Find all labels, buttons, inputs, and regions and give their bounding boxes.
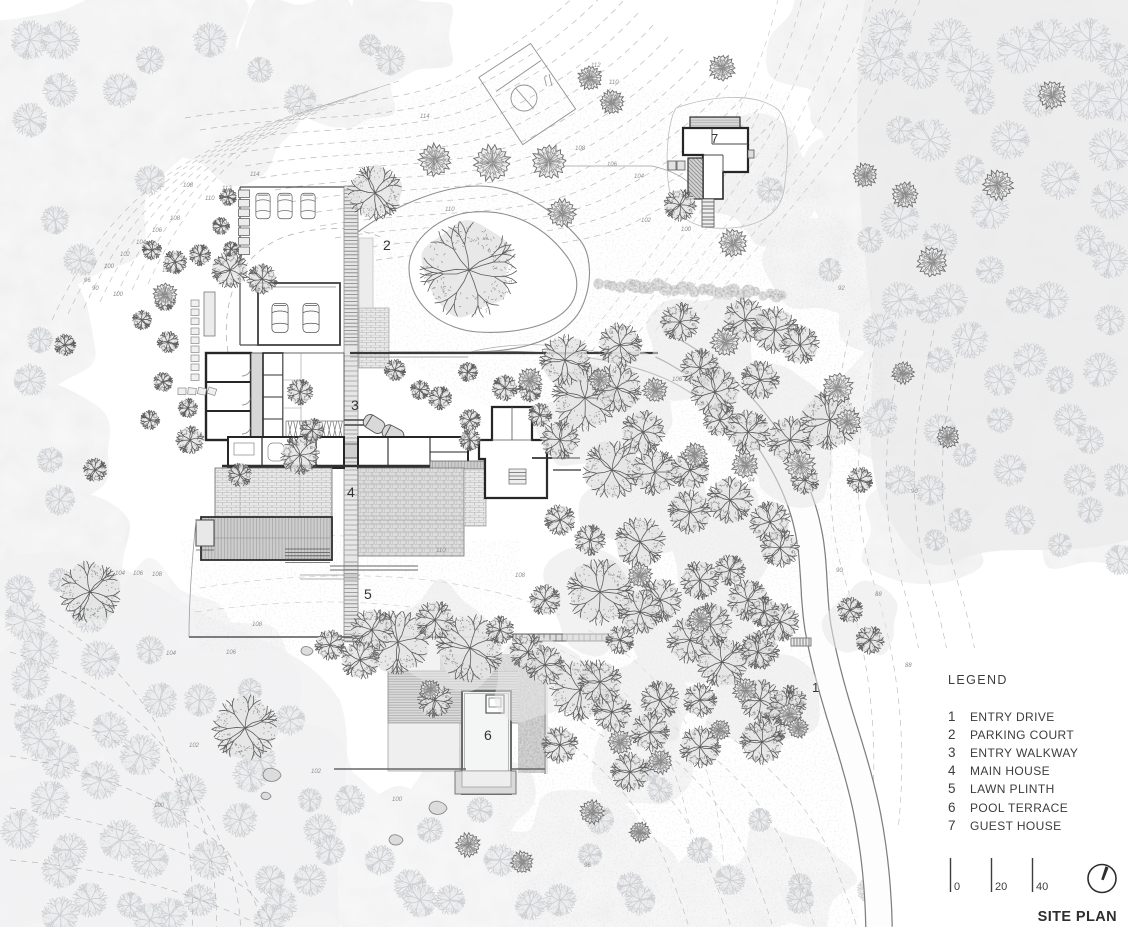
svg-text:98: 98 [470,849,477,855]
svg-text:104: 104 [115,571,126,577]
svg-text:5: 5 [364,586,372,602]
svg-text:7: 7 [711,131,718,146]
svg-text:SITE PLAN: SITE PLAN [1038,909,1117,925]
svg-text:6: 6 [948,800,956,815]
svg-text:MAIN HOUSE: MAIN HOUSE [970,764,1050,778]
svg-text:4: 4 [948,763,956,778]
svg-text:0: 0 [954,881,960,893]
svg-text:40: 40 [1036,881,1048,893]
svg-text:96: 96 [584,863,591,869]
svg-text:88: 88 [905,663,912,669]
svg-text:110: 110 [609,80,619,86]
svg-text:106: 106 [152,228,163,234]
svg-text:100: 100 [154,803,165,809]
svg-text:108: 108 [575,146,586,152]
svg-text:104: 104 [136,240,147,246]
svg-text:LAWN PLINTH: LAWN PLINTH [970,782,1055,796]
svg-text:90: 90 [836,568,843,574]
svg-text:102: 102 [189,743,200,749]
svg-text:100: 100 [113,292,124,298]
svg-text:106: 106 [133,571,144,577]
svg-text:LEGEND: LEGEND [948,673,1008,687]
svg-text:1: 1 [812,680,819,695]
svg-text:ENTRY WALKWAY: ENTRY WALKWAY [970,746,1078,760]
svg-text:88: 88 [875,592,882,598]
svg-text:110: 110 [205,196,215,202]
svg-text:102: 102 [641,218,652,224]
svg-text:7: 7 [948,818,956,833]
svg-text:102: 102 [311,769,322,775]
svg-text:108: 108 [183,183,194,189]
svg-text:GUEST HOUSE: GUEST HOUSE [970,819,1062,833]
svg-text:96: 96 [745,727,752,733]
svg-text:110: 110 [445,207,455,213]
svg-text:110: 110 [436,548,446,554]
svg-text:100: 100 [681,227,692,233]
svg-text:3: 3 [948,745,956,760]
svg-text:2: 2 [948,727,956,742]
svg-text:PARKING COURT: PARKING COURT [970,728,1074,742]
svg-text:92: 92 [838,286,845,292]
svg-text:104: 104 [166,651,177,657]
svg-text:2: 2 [383,237,391,253]
svg-text:1: 1 [948,709,956,724]
svg-text:108: 108 [515,573,526,579]
svg-text:102: 102 [120,252,131,258]
svg-text:6: 6 [484,727,492,743]
svg-text:ENTRY DRIVE: ENTRY DRIVE [970,710,1055,724]
svg-text:POOL TERRACE: POOL TERRACE [970,801,1068,815]
svg-text:106: 106 [162,268,173,274]
svg-text:112: 112 [222,186,232,192]
svg-text:106: 106 [607,162,618,168]
svg-text:108: 108 [152,572,163,578]
svg-text:114: 114 [420,114,430,120]
svg-text:94: 94 [828,411,835,417]
svg-text:106: 106 [226,650,237,656]
svg-text:94: 94 [748,478,755,484]
svg-text:90: 90 [911,489,918,495]
svg-text:106: 106 [672,377,683,383]
svg-text:4: 4 [347,484,355,500]
svg-text:96: 96 [84,278,91,284]
svg-text:100: 100 [392,797,403,803]
svg-text:96: 96 [745,421,752,427]
svg-text:110: 110 [633,828,643,834]
svg-text:90: 90 [92,286,99,292]
svg-text:114: 114 [250,172,260,178]
svg-text:5: 5 [948,781,956,796]
svg-text:112: 112 [591,63,601,69]
svg-text:108: 108 [252,622,263,628]
svg-text:3: 3 [351,397,359,413]
svg-text:20: 20 [995,881,1007,893]
svg-text:108: 108 [170,216,181,222]
svg-text:104: 104 [634,174,645,180]
svg-text:100: 100 [104,264,115,270]
